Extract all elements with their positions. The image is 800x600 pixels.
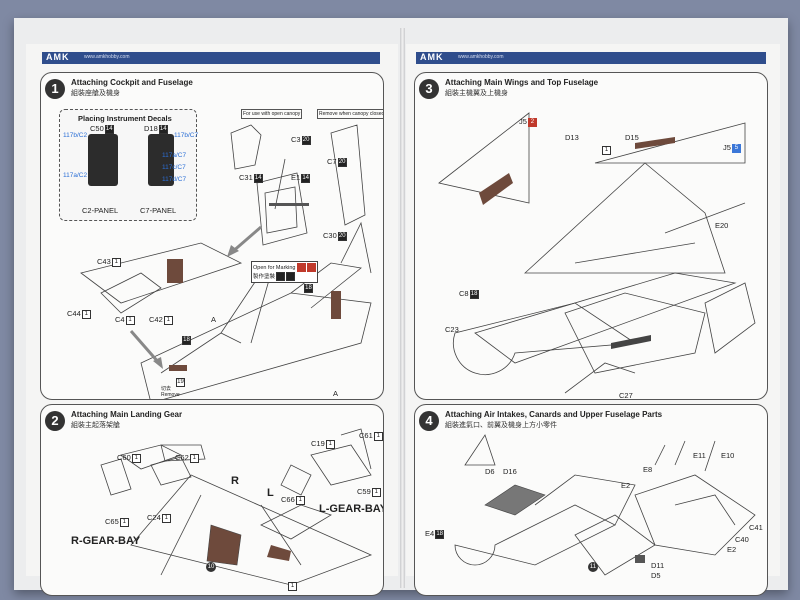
step-title: Attaching Cockpit and Fuselage — [71, 78, 193, 87]
right-page: AMK www.amkhobby.com 3 Attaching Main Wi… — [406, 44, 780, 596]
c2-panel-drawing — [88, 134, 118, 186]
decals-title: Placing Instrument Decals — [78, 114, 172, 123]
part-label: E8 — [643, 465, 653, 474]
right-side-label: R — [231, 475, 239, 487]
brand-logo: AMK — [420, 52, 444, 62]
brand-url: www.amkhobby.com — [458, 54, 504, 60]
brand-url: www.amkhobby.com — [84, 54, 130, 60]
step-number: 4 — [419, 411, 439, 431]
part-label: D15 — [625, 133, 639, 142]
part-number-box: 18 — [182, 335, 191, 345]
page-number-right: 11 — [588, 562, 598, 572]
part-label: D16 — [503, 467, 517, 476]
part-label: C27 — [619, 391, 633, 400]
booklet-spine — [400, 28, 405, 588]
brand-logo: AMK — [46, 52, 70, 62]
step-title: Attaching Air Intakes, Canards and Upper… — [445, 410, 663, 419]
step-number: 2 — [45, 411, 65, 431]
left-side-label: L — [267, 487, 274, 499]
c7-panel-drawing — [148, 134, 174, 186]
part-label: A — [333, 389, 339, 398]
part-label: C23 — [445, 325, 459, 334]
step-subtitle: 組裝主起落架艙 — [71, 422, 120, 429]
part-number-box: 1 — [602, 145, 611, 155]
r-gear-bay-label: R-GEAR-BAY — [71, 535, 141, 547]
decal-label: 117a/C7 — [162, 152, 187, 159]
step-1-panel: 1 Attaching Cockpit and Fuselage 組裝座艙及機身… — [40, 72, 384, 400]
part-label: D5 — [651, 571, 661, 580]
decal-label: 117b/C2 — [63, 132, 88, 139]
part-label: D13 — [565, 133, 579, 142]
part-label: D6 — [485, 467, 495, 476]
part-label: A — [211, 315, 217, 324]
step-3-panel: 3 Attaching Main Wings and Top Fuselage … — [414, 72, 768, 400]
part-label: C41 — [749, 523, 763, 532]
l-gear-bay-label: L-GEAR-BAY — [319, 503, 384, 515]
left-page-header: AMK www.amkhobby.com — [42, 52, 380, 64]
step-title: Attaching Main Landing Gear — [71, 410, 183, 419]
part-number-box: 18 — [304, 283, 313, 293]
part-label: C40 — [735, 535, 749, 544]
part-label: E10 — [721, 451, 735, 460]
note-closed-canopy: Remove when canopy closed — [317, 109, 383, 119]
decal-label: 117c/C7 — [162, 164, 186, 171]
instruction-booklet: AMK www.amkhobby.com 1 Attaching Cockpit… — [14, 18, 788, 596]
part-label: D11 — [651, 561, 665, 570]
open-for-marking-note: Open for Marking 製作塗裝 — [251, 261, 318, 284]
part-label: E11 — [693, 451, 706, 460]
c7-panel-label: C7-PANEL — [140, 206, 177, 215]
part-number-box: 19 — [176, 377, 185, 387]
c2-panel-label: C2-PANEL — [82, 206, 119, 215]
step-3-drawing — [438, 112, 756, 394]
step-number: 3 — [419, 79, 439, 99]
decal-label: 117b/C7 — [174, 132, 199, 139]
part-label: E20 — [715, 221, 729, 230]
page-number-left: 10 — [206, 562, 216, 572]
decal-label: 117a/C2 — [63, 172, 88, 179]
note-open-canopy: For use with open canopy — [241, 109, 303, 119]
part-number-box: 1 — [288, 581, 297, 591]
right-page-header: AMK www.amkhobby.com — [416, 52, 766, 64]
instrument-decals-box: Placing Instrument Decals 117b/C2 117a/C… — [59, 109, 199, 221]
decal-label: 117d/C7 — [162, 176, 187, 183]
step-number: 1 — [45, 79, 65, 99]
part-label: E2 — [727, 545, 737, 554]
step-4-drawing — [454, 434, 756, 576]
step-subtitle: 組裝主機翼及上機身 — [445, 90, 508, 97]
step-2-drawing — [100, 428, 373, 586]
step-1-drawing — [80, 124, 372, 399]
step-subtitle: 組裝座艙及機身 — [71, 90, 120, 97]
part-label: E2 — [621, 481, 631, 490]
step-title: Attaching Main Wings and Top Fuselage — [445, 78, 599, 87]
step-subtitle: 組裝進氣口、前翼及機身上方小零件 — [445, 422, 557, 429]
left-page: AMK www.amkhobby.com 1 Attaching Cockpit… — [26, 44, 398, 596]
